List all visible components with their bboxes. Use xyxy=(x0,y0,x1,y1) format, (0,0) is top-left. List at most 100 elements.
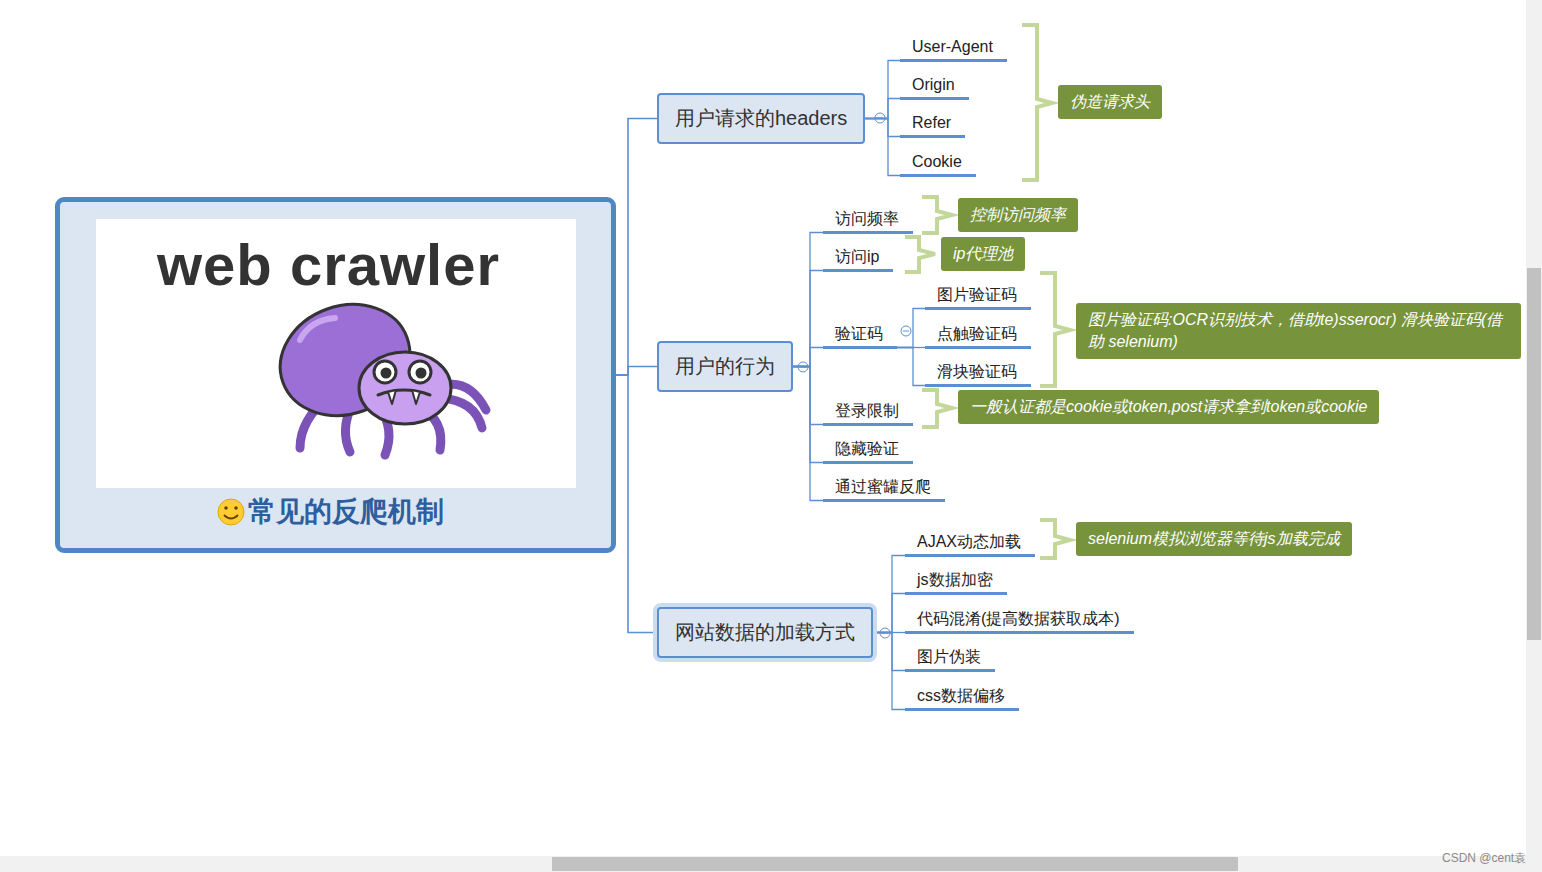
branch-connector xyxy=(873,556,905,633)
node-text: ip代理池 xyxy=(953,243,1013,265)
spider-fangs xyxy=(388,390,420,404)
leaf-topic: 访问ip xyxy=(823,244,893,272)
smiley-icon xyxy=(218,499,244,525)
node-text: 图片验证码 xyxy=(937,282,1017,307)
node-text: 图片验证码:OCR识别技术，借助te)sserocr) 滑块验证码(借助 sel… xyxy=(1088,309,1509,353)
node-text: selenium模拟浏览器等待js加载完成 xyxy=(1088,528,1340,550)
scrollbar-track xyxy=(1526,0,1542,872)
summary-note: selenium模拟浏览器等待js加载完成 xyxy=(1076,522,1352,556)
node-text: Cookie xyxy=(912,149,962,174)
branch-connector xyxy=(616,375,657,633)
bracket xyxy=(905,237,935,272)
leaf-topic: 通过蜜罐反爬 xyxy=(823,474,945,502)
branch-connector xyxy=(616,119,657,376)
root-ground xyxy=(58,200,613,550)
node-text: User-Agent xyxy=(912,34,993,59)
node-text: AJAX动态加载 xyxy=(917,529,1021,554)
branch-topic: 用户请求的headers xyxy=(657,93,865,144)
summary-note: 伪造请求头 xyxy=(1058,85,1162,119)
node-text: 登录限制 xyxy=(835,398,899,423)
node-text: 网站数据的加载方式 xyxy=(675,619,855,646)
branch-connector xyxy=(616,367,657,376)
branch-connector xyxy=(865,99,900,119)
branch-connector xyxy=(873,594,905,633)
spider-eye xyxy=(409,361,431,383)
bracket xyxy=(1040,273,1070,386)
branch-connector xyxy=(865,119,900,137)
branch-topic: 用户的行为 xyxy=(657,341,793,392)
branch-connector xyxy=(873,633,905,710)
node-text: Origin xyxy=(912,72,955,97)
summary-note: 图片验证码:OCR识别技术，借助te)sserocr) 滑块验证码(借助 sel… xyxy=(1076,303,1521,359)
leaf-topic: 图片伪装 xyxy=(905,644,995,672)
leaf-topic: Refer xyxy=(900,110,965,138)
leaf-topic: AJAX动态加载 xyxy=(905,529,1035,557)
smiley-eye xyxy=(234,506,238,510)
node-text: 滑块验证码 xyxy=(937,359,1017,384)
node-text: 隐藏验证 xyxy=(835,436,899,461)
smiley-face xyxy=(218,499,244,525)
node-text: 访问频率 xyxy=(835,206,899,231)
node-text: Refer xyxy=(912,110,951,135)
spider-pupil xyxy=(382,369,390,377)
branch-connector xyxy=(793,367,823,501)
node-text: 点触验证码 xyxy=(937,321,1017,346)
branch-connector xyxy=(897,348,925,386)
leaf-topic: 验证码 xyxy=(823,321,897,349)
leaf-topic: js数据加密 xyxy=(905,567,1007,595)
node-text: css数据偏移 xyxy=(917,683,1005,708)
smiley-mouth xyxy=(224,515,238,519)
branch-connector xyxy=(865,61,900,119)
node-text: 一般认证都是cookie或token,post请求拿到token或cookie xyxy=(970,396,1367,418)
leaf-topic: 图片验证码 xyxy=(925,282,1031,310)
node-text: js数据加密 xyxy=(917,567,993,592)
leaf-topic: 滑块验证码 xyxy=(925,359,1031,387)
bracket xyxy=(1040,520,1070,558)
node-text: 图片伪装 xyxy=(917,644,981,669)
watermark: CSDN @cent袁 xyxy=(1442,850,1526,867)
bracket xyxy=(1022,25,1052,180)
leaf-topic: 代码混淆(提高数据获取成本) xyxy=(905,606,1134,634)
branch-connector xyxy=(865,119,900,176)
leaf-topic: 点触验证码 xyxy=(925,321,1031,349)
node-text: 用户请求的headers xyxy=(675,105,847,132)
node-text: 伪造请求头 xyxy=(1070,91,1150,113)
branch-connector xyxy=(897,309,925,348)
leaf-topic: css数据偏移 xyxy=(905,683,1019,711)
spider-eye xyxy=(374,361,396,383)
collapse-markers xyxy=(798,113,911,638)
spider-pupil xyxy=(417,369,425,377)
node-text: 代码混淆(提高数据获取成本) xyxy=(917,606,1120,631)
bracket xyxy=(922,390,952,427)
leaf-topic: Cookie xyxy=(900,149,976,177)
branch-connector xyxy=(793,367,823,425)
collapse-minus xyxy=(903,331,909,332)
node-text: 验证码 xyxy=(835,321,883,346)
leaf-topic: 访问频率 xyxy=(823,206,913,234)
spider-head xyxy=(359,352,451,424)
branch-topic: 网站数据的加载方式 xyxy=(657,607,873,658)
summary-note: ip代理池 xyxy=(941,237,1025,271)
scrollbar-thumb xyxy=(552,857,1238,871)
root-caption: 常见的反爬机制 xyxy=(60,495,595,529)
illustration-title: web crawler xyxy=(60,232,597,298)
leaf-topic: 隐藏验证 xyxy=(823,436,913,464)
leaf-topic: User-Agent xyxy=(900,34,1007,62)
spider-highlight xyxy=(300,318,335,340)
scrollbar-track xyxy=(0,856,1526,872)
bracket xyxy=(922,197,952,233)
spider-mouth xyxy=(378,390,430,395)
leaf-topic: 登录限制 xyxy=(823,398,913,426)
node-text: 用户的行为 xyxy=(675,353,775,380)
node-text: 访问ip xyxy=(835,244,879,269)
branch-connector xyxy=(793,348,823,367)
smiley-eye xyxy=(224,506,228,510)
leaf-topic: Origin xyxy=(900,72,969,100)
summary-note: 控制访问频率 xyxy=(958,198,1078,232)
collapse-marker xyxy=(901,326,911,336)
branch-connector xyxy=(793,271,823,367)
branch-connector xyxy=(873,633,905,671)
node-text: 控制访问频率 xyxy=(970,204,1066,226)
node-text: 通过蜜罐反爬 xyxy=(835,474,931,499)
spider-illustration xyxy=(265,287,486,455)
